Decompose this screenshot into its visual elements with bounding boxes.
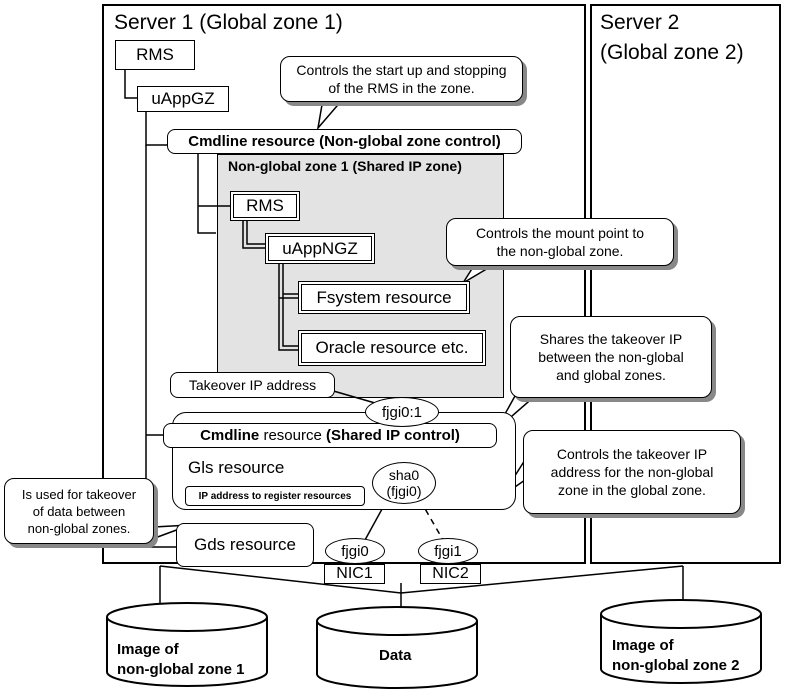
callout-mount-point: Controls the mount point to the non-glob… bbox=[446, 218, 674, 266]
callout1-line1: Controls the start up and stopping bbox=[296, 62, 507, 78]
callout3-line3: and global zones. bbox=[556, 367, 666, 383]
callout1-line2: of the RMS in the zone. bbox=[328, 80, 475, 96]
uappgz-box[interactable]: uAppGZ bbox=[137, 86, 229, 112]
disk-data-label: Data bbox=[379, 647, 412, 664]
callout3-line1: Shares the takeover IP bbox=[539, 331, 683, 347]
disk-data-cylinder bbox=[316, 606, 478, 689]
disk-ngz2-label: Image of non-global zone 2 bbox=[612, 636, 740, 676]
disk-ngz1-line1: Image of bbox=[117, 641, 179, 658]
fjgi0-label: fjgi0 bbox=[341, 542, 369, 560]
fjgi01-label: fjgi0:1 bbox=[381, 403, 423, 421]
server2-title-line2: (Global zone 2) bbox=[600, 41, 744, 64]
sha0-label: sha0 bbox=[388, 467, 420, 483]
takeover-ip-label: Takeover IP address bbox=[170, 372, 335, 398]
callout5-line1: Is used for takeover bbox=[21, 486, 137, 502]
disk-ngz1-label: Image of non-global zone 1 bbox=[117, 640, 245, 680]
disk-ngz1-cylinder bbox=[106, 602, 268, 687]
callout-rms-start-stop: Controls the start up and stopping of th… bbox=[280, 56, 523, 102]
sha0-ellipse[interactable]: sha0 (fjgi0) bbox=[372, 462, 436, 504]
nic2-box[interactable]: NIC2 bbox=[420, 564, 481, 584]
cmdline-shared-bold: Cmdline bbox=[200, 427, 260, 444]
cmdline-shared-paren: (Shared IP control) bbox=[325, 427, 460, 444]
gds-resource-box[interactable]: Gds resource bbox=[176, 523, 314, 567]
server1-title: Server 1 (Global zone 1) bbox=[114, 11, 343, 34]
cmdline-shared-normal: resource bbox=[259, 427, 326, 444]
callout3-line2: between the non-global bbox=[538, 349, 684, 365]
cmdline-ngz-control-box[interactable]: Cmdline resource (Non-global zone contro… bbox=[167, 129, 522, 154]
rms-ngz-box[interactable]: RMS bbox=[230, 191, 300, 221]
ip-register-box[interactable]: IP address to register resources bbox=[185, 486, 365, 506]
callout-data-takeover: Is used for takeover of data between non… bbox=[4, 478, 154, 544]
fsystem-resource-box[interactable]: Fsystem resource bbox=[298, 281, 470, 314]
callout4-line1: Controls the takeover IP bbox=[556, 446, 708, 462]
fjgi01-ellipse[interactable]: fjgi0:1 bbox=[365, 397, 439, 427]
callout-controls-takeover-ip: Controls the takeover IP address for the… bbox=[523, 430, 741, 514]
disk-ngz2-cylinder bbox=[600, 599, 762, 684]
sha0-sub-label: (fjgi0) bbox=[386, 483, 422, 499]
rms-gz-box[interactable]: RMS bbox=[115, 40, 195, 70]
callout2-line1: Controls the mount point to bbox=[475, 225, 645, 241]
oracle-resource-box[interactable]: Oracle resource etc. bbox=[298, 330, 486, 366]
cmdline-shared-ip-control-box[interactable]: Cmdline resource (Shared IP control) bbox=[163, 423, 497, 448]
callout4-line3: zone in the global zone. bbox=[558, 482, 706, 498]
server2-title-line1: Server 2 bbox=[600, 11, 680, 34]
fjgi0-ellipse[interactable]: fjgi0 bbox=[325, 538, 385, 564]
disk-ngz2-line2: non-global zone 2 bbox=[612, 657, 740, 674]
fjgi1-label: fjgi1 bbox=[434, 542, 462, 560]
gls-resource-label: Gls resource bbox=[188, 458, 285, 477]
disk-ngz2-line1: Image of bbox=[612, 637, 674, 654]
nic1-box[interactable]: NIC1 bbox=[324, 564, 385, 584]
ngz-title: Non-global zone 1 (Shared IP zone) bbox=[228, 158, 462, 174]
uappngz-box[interactable]: uAppNGZ bbox=[265, 233, 375, 264]
callout2-line2: the non-global zone. bbox=[496, 243, 624, 259]
callout-shares-takeover-ip: Shares the takeover IP between the non-g… bbox=[510, 316, 712, 398]
callout5-line3: non-global zones. bbox=[27, 520, 131, 536]
fjgi1-ellipse[interactable]: fjgi1 bbox=[418, 538, 478, 564]
disk-ngz1-line2: non-global zone 1 bbox=[117, 661, 245, 678]
callout5-line2: of data between bbox=[32, 503, 126, 519]
callout4-line2: address for the non-global bbox=[550, 464, 714, 480]
